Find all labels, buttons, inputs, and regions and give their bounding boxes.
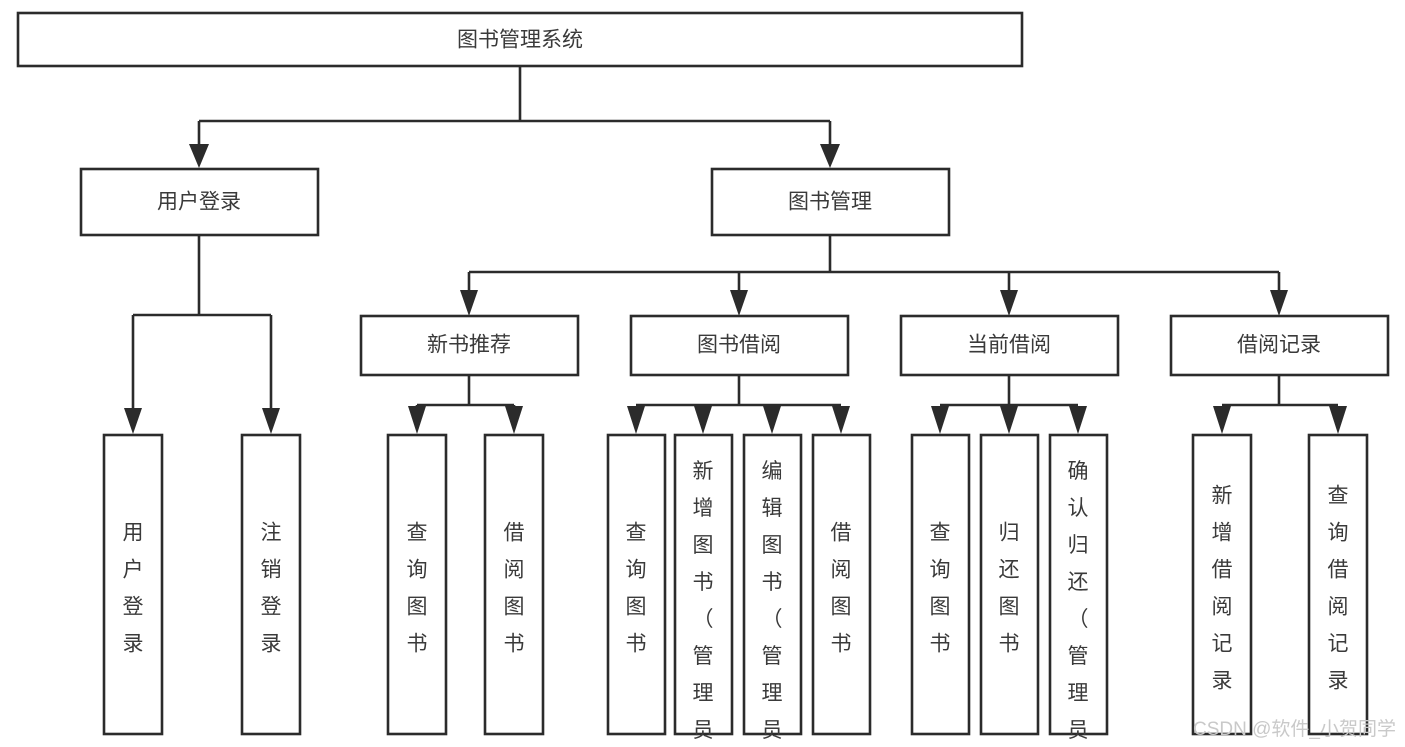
node-current-borrow[interactable]: 当前借阅 [899,314,1120,377]
leaf-newbook-query-box[interactable] [386,433,448,736]
node-root-system[interactable]: 图书管理系统 [16,11,1024,68]
connectors-layer [124,66,1347,434]
leaf-node[interactable]: 查询图书 [386,433,448,736]
arrow-head-new-book [460,290,478,316]
leaf-bookborrow-edit-box[interactable] [742,433,803,736]
node-book-borrow-box[interactable] [629,314,850,377]
arrow-head-borrow-record [1270,290,1288,316]
arrow-head-bookborrow-leaf-1 [627,406,645,434]
node-book-borrow[interactable]: 图书借阅 [629,314,850,377]
leaf-borrowrecord-query-box[interactable] [1307,433,1369,736]
arrow-head-currentborrow-leaf-1 [931,406,949,434]
arrow-head-borrowrecord-leaf-2 [1329,406,1347,434]
leaf-borrowrecord-query-label: 查询借阅记录 [1328,484,1349,692]
leaf-currentborrow-query-label: 查询图书 [930,521,951,655]
leaf-user-login-box[interactable] [102,433,164,736]
leaf-node[interactable]: 注销登录 [240,433,302,736]
node-book-borrow-label: 图书借阅 [697,334,781,357]
arrow-head-bookborrow-leaf-3 [763,406,781,434]
arrow-head-current-borrow [1000,290,1018,316]
leaf-node[interactable]: 编辑图书（管理员） [742,433,803,747]
leaf-node[interactable]: 新增借阅记录 [1191,433,1253,736]
arrow-head-currentborrow-leaf-2 [1000,406,1018,434]
leaf-bookborrow-borrow-box[interactable] [811,433,872,736]
arrow-head-leaf-user-login [124,408,142,434]
leaf-node[interactable]: 查询图书 [910,433,971,736]
node-new-book-recommend-box[interactable] [359,314,580,377]
leaf-bookborrow-add-box[interactable] [673,433,734,736]
leaf-bookborrow-borrow-label: 借阅图书 [831,521,852,655]
node-book-manage-label: 图书管理 [788,191,872,214]
leaf-node[interactable]: 确认归还（管理员） [1048,433,1109,747]
leaf-node[interactable]: 新增图书（管理员） [673,433,734,747]
arrow-head-user-login [189,144,209,168]
leaf-node[interactable]: 查询图书 [606,433,667,736]
arrow-head-newbook-leaf-1 [408,406,426,434]
leaf-node[interactable]: 查询借阅记录 [1307,433,1369,736]
leaf-node[interactable]: 借阅图书 [811,433,872,736]
node-root-system-label: 图书管理系统 [457,29,583,52]
node-book-manage-box[interactable] [710,167,951,237]
node-current-borrow-label: 当前借阅 [967,334,1051,357]
node-current-borrow-box[interactable] [899,314,1120,377]
node-new-book-recommend-label: 新书推荐 [427,334,511,357]
leaf-bookborrow-query-box[interactable] [606,433,667,736]
leaf-borrowrecord-add-label: 新增借阅记录 [1212,484,1233,692]
arrow-head-bookborrow-leaf-4 [832,406,850,434]
leaf-currentborrow-query-box[interactable] [910,433,971,736]
csdn-watermark: CSDN @软件_小贺同学 [1193,718,1396,740]
leaf-newbook-borrow-label: 借阅图书 [504,521,525,655]
leaf-currentborrow-confirm-box[interactable] [1048,433,1109,736]
node-user-login[interactable]: 用户登录 [79,167,320,237]
arrow-head-bookborrow-leaf-2 [694,406,712,434]
leaf-node[interactable]: 归还图书 [979,433,1040,736]
node-borrow-record-label: 借阅记录 [1237,334,1321,357]
leaf-newbook-query-label: 查询图书 [407,521,428,655]
node-root-system-box[interactable] [16,11,1024,68]
arrow-head-currentborrow-leaf-3 [1069,406,1087,434]
leaf-user-login-label: 用户登录 [123,521,144,655]
leaf-logout-box[interactable] [240,433,302,736]
leaf-bookborrow-query-label: 查询图书 [626,521,647,655]
leaf-bookborrow-add-label: 新增图书（管理员） [693,460,714,747]
leaf-borrowrecord-add-box[interactable] [1191,433,1253,736]
leaf-currentborrow-return-label: 归还图书 [999,521,1020,655]
node-user-login-label: 用户登录 [157,191,241,214]
leaf-bookborrow-edit-label: 编辑图书（管理员） [762,460,783,747]
node-borrow-record[interactable]: 借阅记录 [1169,314,1390,377]
arrow-head-leaf-logout [262,408,280,434]
arrow-head-book-manage [820,144,840,168]
arrow-head-book-borrow [730,290,748,316]
leaf-node[interactable]: 借阅图书 [483,433,545,736]
leaf-currentborrow-confirm-label: 确认归还（管理员） [1068,460,1089,747]
leaf-currentborrow-return-box[interactable] [979,433,1040,736]
leaf-logout-label: 注销登录 [261,521,282,655]
leaf-node[interactable]: 用户登录 [102,433,164,736]
arrow-head-borrowrecord-leaf-1 [1213,406,1231,434]
node-book-manage[interactable]: 图书管理 [710,167,951,237]
node-borrow-record-box[interactable] [1169,314,1390,377]
node-user-login-box[interactable] [79,167,320,237]
leaf-newbook-borrow-box[interactable] [483,433,545,736]
node-new-book-recommend[interactable]: 新书推荐 [359,314,580,377]
arrow-head-newbook-leaf-2 [505,406,523,434]
